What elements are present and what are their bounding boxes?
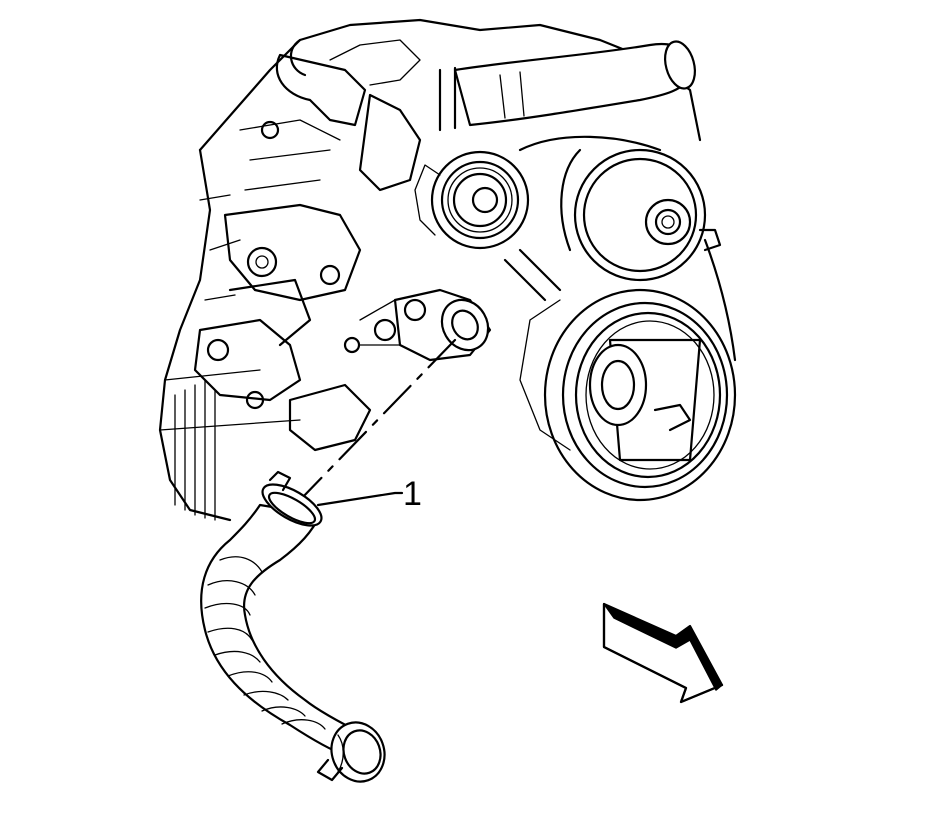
idler-pulley [414, 150, 530, 250]
upper-radiator-hose [438, 40, 696, 132]
callout-1: 1 [316, 475, 422, 513]
callout-1-label: 1 [403, 475, 422, 513]
lower-radiator-hose [200, 470, 386, 783]
front-direction-arrow-icon [602, 602, 724, 704]
installation-path-line [298, 338, 457, 502]
crankshaft-balancer [519, 288, 737, 502]
drive-belt [503, 135, 737, 362]
water-pump-pulley [560, 148, 722, 282]
thermostat-housing [359, 288, 492, 362]
